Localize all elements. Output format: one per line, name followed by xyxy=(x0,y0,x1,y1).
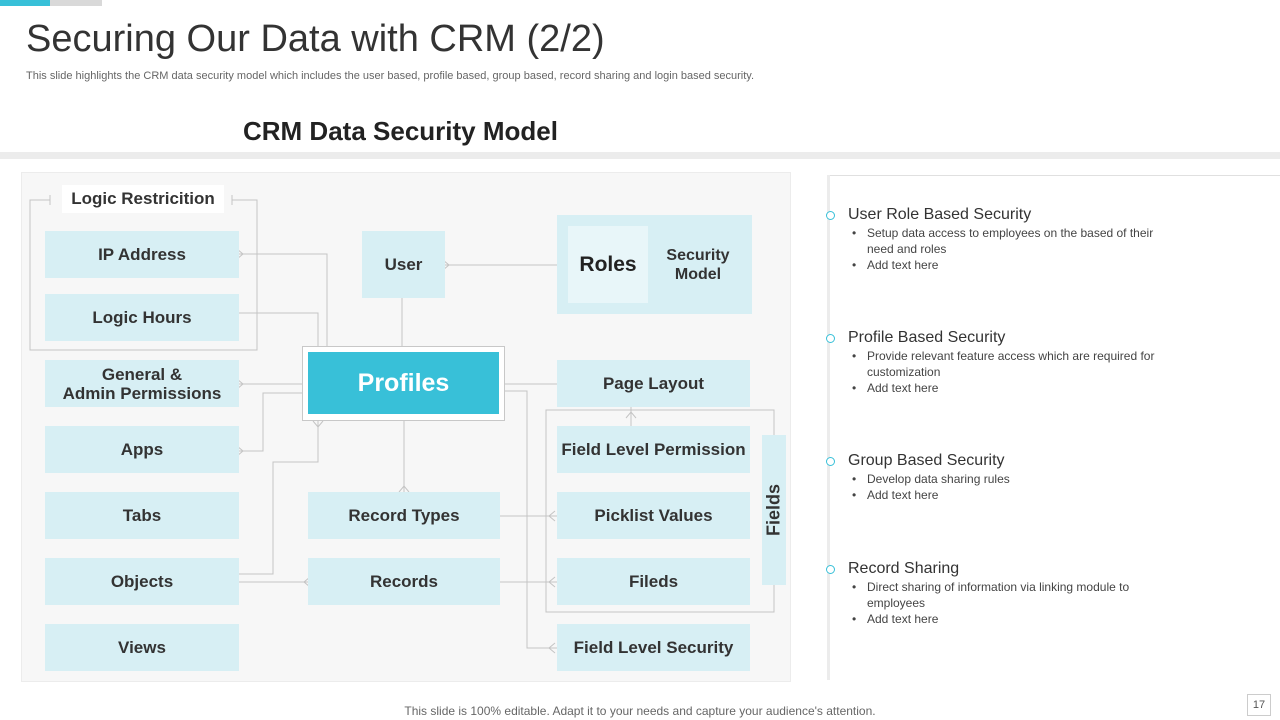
page-number: 17 xyxy=(1247,694,1271,716)
slide-subtitle: This slide highlights the CRM data secur… xyxy=(26,70,755,82)
slide-footer: This slide is 100% editable. Adapt it to… xyxy=(404,704,876,718)
logic-restriction-label: Logic Restricition xyxy=(62,185,224,213)
fields-label: Fields xyxy=(763,483,784,537)
security-item-bullets: Direct sharing of information via linkin… xyxy=(848,579,1168,627)
bullet-circle-icon xyxy=(826,565,835,574)
node-fileds: Fileds xyxy=(557,558,750,605)
node-security-model: Security Model xyxy=(666,246,730,283)
security-item-heading: Record Sharing xyxy=(848,560,960,577)
top-gray-bar xyxy=(50,0,102,6)
node-views: Views xyxy=(45,624,239,671)
node-field-level-security: Field Level Security xyxy=(557,624,750,671)
bullet-circle-icon xyxy=(826,211,835,220)
node-user: User xyxy=(362,231,445,298)
node-general-admin-permissions: General & Admin Permissions xyxy=(45,360,239,407)
fields-group-label-box: Fields xyxy=(762,435,786,585)
security-item-bullets: Develop data sharing rules Add text here xyxy=(848,471,1168,503)
node-profiles: Profiles xyxy=(308,352,499,414)
section-heading: CRM Data Security Model xyxy=(243,116,558,146)
right-panel-top-border xyxy=(827,175,1280,176)
node-picklist-values: Picklist Values xyxy=(557,492,750,539)
security-item-bullets: Provide relevant feature access which ar… xyxy=(848,348,1168,396)
section-divider xyxy=(0,152,1280,159)
bullet-circle-icon xyxy=(826,457,835,466)
bullet-text: Direct sharing of information via linkin… xyxy=(848,579,1168,611)
node-record-types: Record Types xyxy=(308,492,500,539)
security-item-heading: Group Based Security xyxy=(848,452,1005,469)
bullet-text: Provide relevant feature access which ar… xyxy=(848,348,1168,380)
node-objects: Objects xyxy=(45,558,239,605)
security-item-heading: User Role Based Security xyxy=(848,206,1032,223)
security-item-heading: Profile Based Security xyxy=(848,329,1006,346)
bullet-text: Add text here xyxy=(848,380,1168,396)
bullet-text: Add text here xyxy=(848,611,1168,627)
node-roles: Roles xyxy=(568,226,648,303)
top-accent-bar xyxy=(0,0,50,6)
bullet-text: Setup data access to employees on the ba… xyxy=(848,225,1168,257)
node-logic-hours: Logic Hours xyxy=(45,294,239,341)
bullet-circle-icon xyxy=(826,334,835,343)
node-apps: Apps xyxy=(45,426,239,473)
bullet-text: Add text here xyxy=(848,487,1168,503)
security-item-bullets: Setup data access to employees on the ba… xyxy=(848,225,1168,273)
bullet-text: Develop data sharing rules xyxy=(848,471,1168,487)
node-tabs: Tabs xyxy=(45,492,239,539)
node-page-layout: Page Layout xyxy=(557,360,750,407)
slide-title: Securing Our Data with CRM (2/2) xyxy=(26,18,605,60)
right-panel-left-border xyxy=(827,175,830,680)
node-ip-address: IP Address xyxy=(45,231,239,278)
bullet-text: Add text here xyxy=(848,257,1168,273)
node-field-level-permission: Field Level Permission xyxy=(557,426,750,473)
node-records: Records xyxy=(308,558,500,605)
